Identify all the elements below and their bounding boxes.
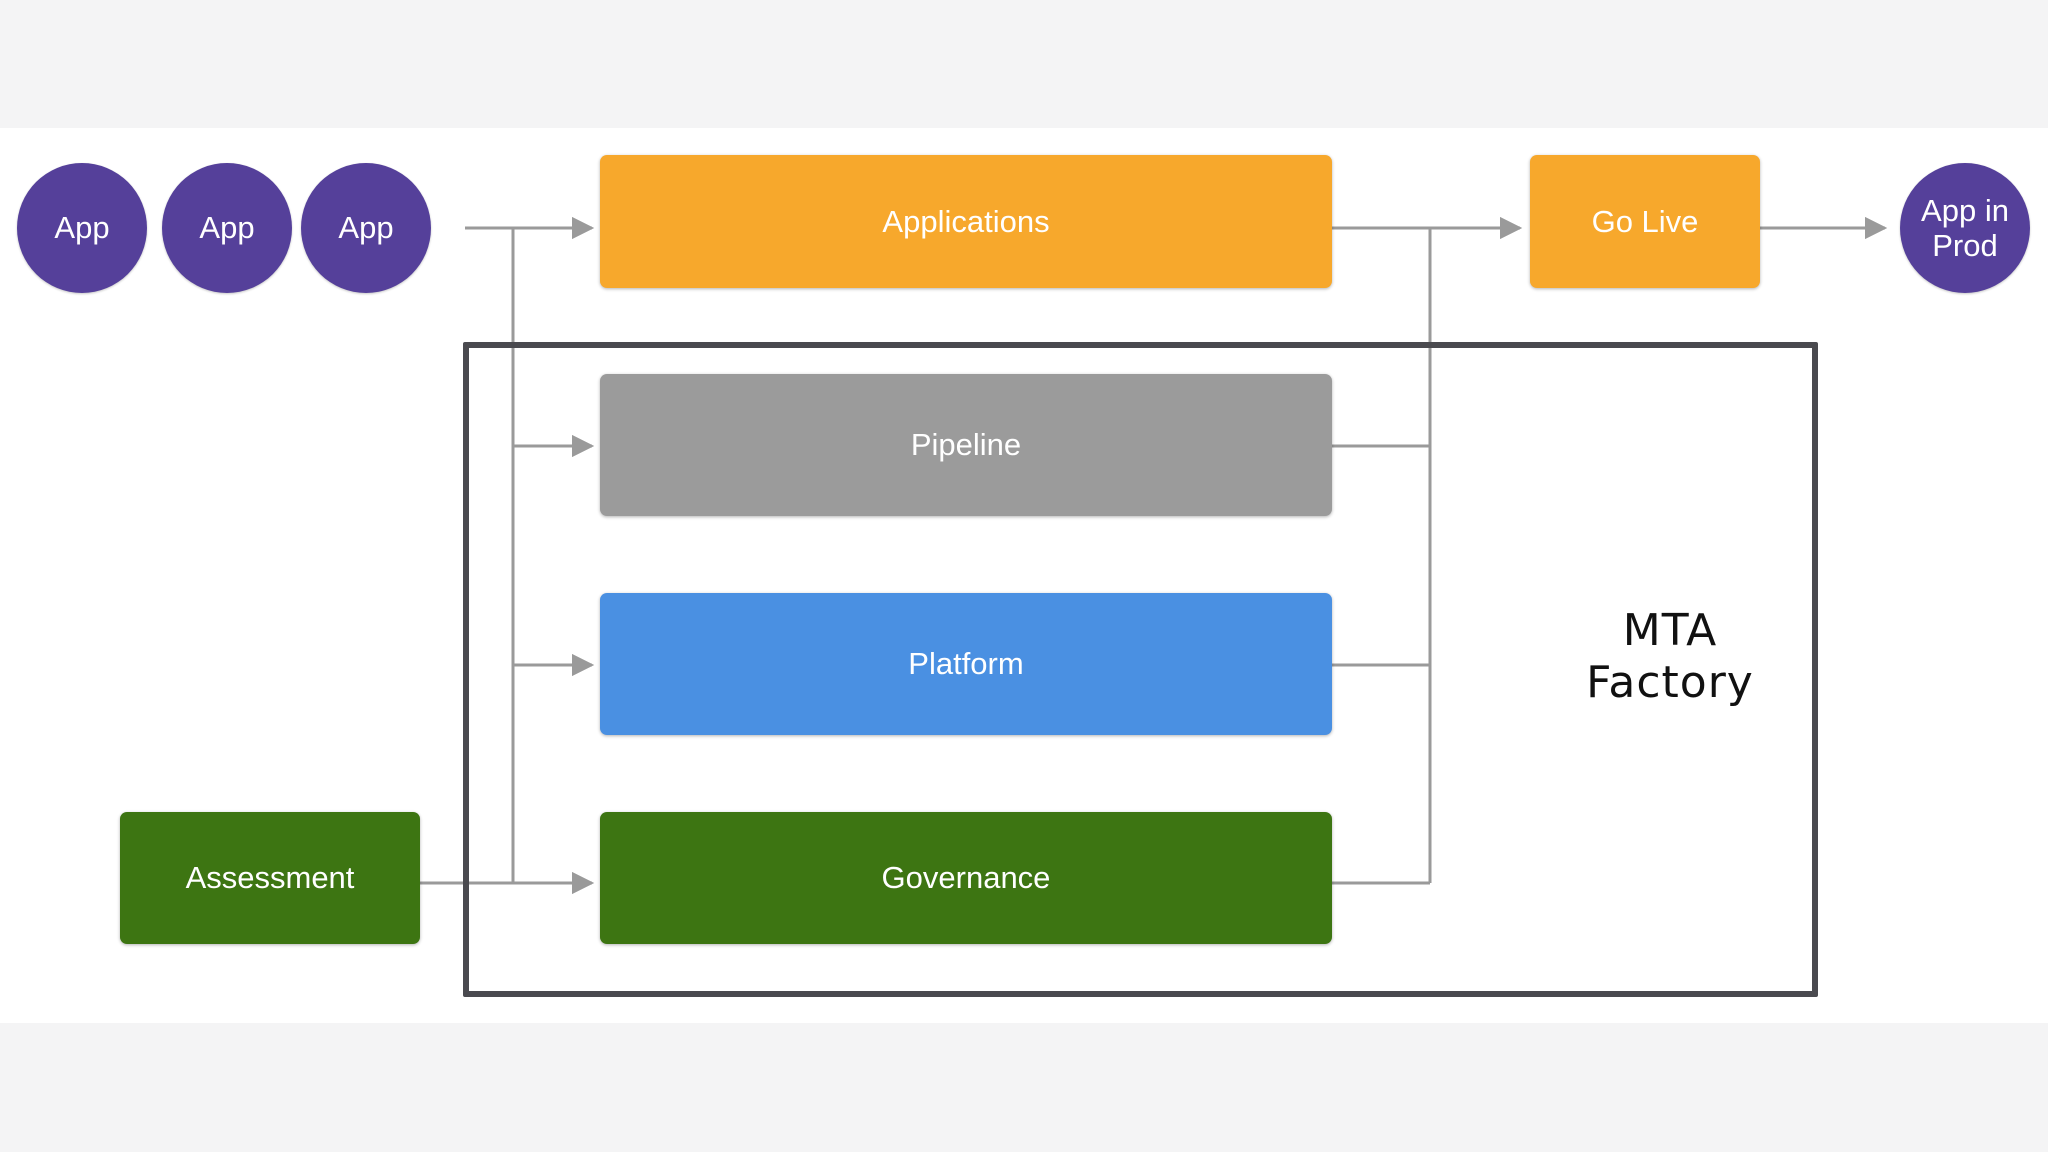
- assessment-box[interactable]: Assessment: [120, 812, 420, 944]
- go-live-box[interactable]: Go Live: [1530, 155, 1760, 288]
- platform-label: Platform: [908, 646, 1024, 682]
- top-band: [0, 0, 2048, 128]
- go-live-label: Go Live: [1591, 203, 1699, 239]
- app-circle-2[interactable]: App: [162, 163, 292, 293]
- mta-factory-frame: [463, 342, 1818, 997]
- governance-label: Governance: [881, 860, 1051, 896]
- assessment-label: Assessment: [185, 860, 355, 896]
- app-circle-1[interactable]: App: [17, 163, 147, 293]
- pipeline-label: Pipeline: [910, 427, 1022, 463]
- pipeline-box[interactable]: Pipeline: [600, 374, 1332, 516]
- applications-label: Applications: [882, 203, 1050, 239]
- app-circle-2-label: App: [199, 210, 255, 246]
- applications-box[interactable]: Applications: [600, 155, 1332, 288]
- mta-factory-title: MTA Factory: [1586, 605, 1754, 708]
- app-in-prod-label: App in Prod: [1921, 192, 2009, 263]
- app-circle-3[interactable]: App: [301, 163, 431, 293]
- governance-box[interactable]: Governance: [600, 812, 1332, 944]
- bottom-band: [0, 1023, 2048, 1152]
- app-in-prod-circle[interactable]: App in Prod: [1900, 163, 2030, 293]
- app-circle-1-label: App: [54, 210, 110, 246]
- app-circle-3-label: App: [338, 210, 394, 246]
- platform-box[interactable]: Platform: [600, 593, 1332, 735]
